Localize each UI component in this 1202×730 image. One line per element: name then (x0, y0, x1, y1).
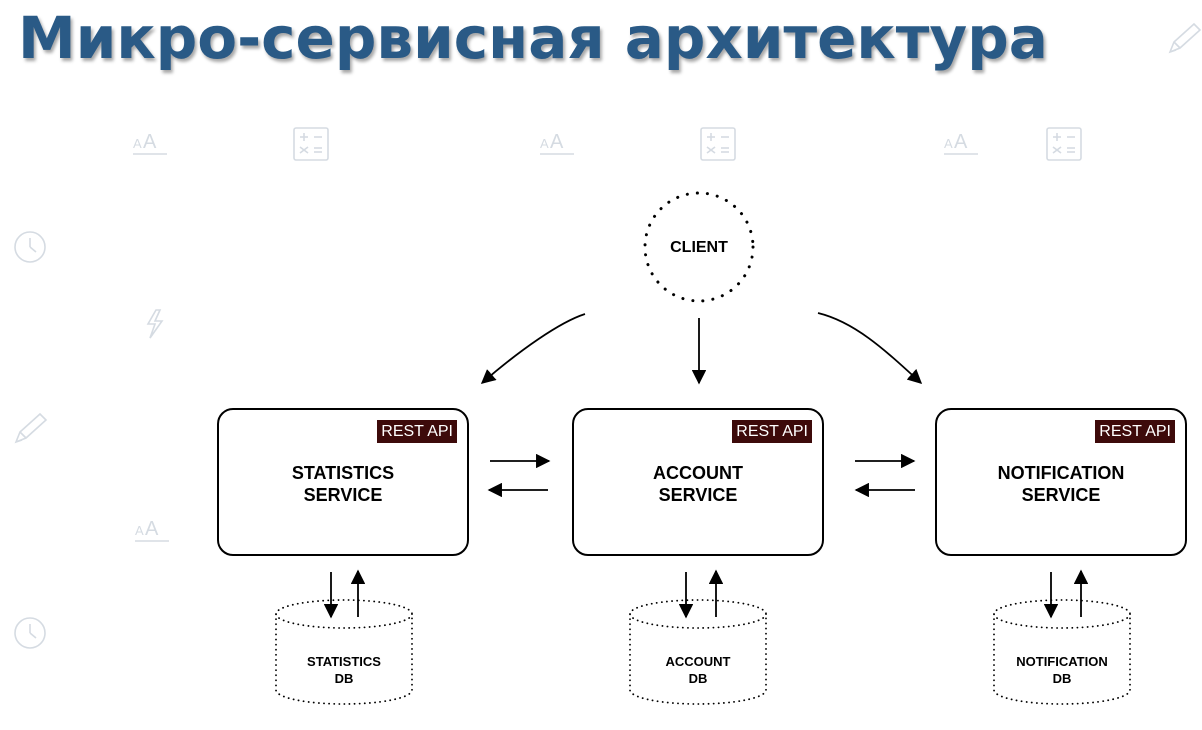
calculator-icon (293, 127, 329, 161)
lightning-icon (146, 309, 164, 339)
page-title: Микро-сервисная архитектура (18, 4, 1048, 72)
svg-text:A: A (143, 131, 157, 153)
svg-text:A: A (550, 131, 564, 153)
service-name: NOTIFICATION SERVICE (997, 463, 1125, 505)
svg-text:A: A (135, 523, 144, 538)
text-size-icon: A A (944, 131, 978, 155)
pencil-icon (14, 412, 48, 444)
statistics-db-label: STATISTICS DB (307, 654, 381, 686)
calculator-icon (1046, 127, 1082, 161)
rest-api-badge: REST API (377, 420, 457, 443)
statistics-db-cylinder (275, 599, 413, 705)
account-service-box: REST API ACCOUNT SERVICE (572, 408, 824, 556)
notification-db-label: NOTIFICATION DB (1016, 654, 1108, 686)
client-label: CLIENT (670, 239, 728, 256)
client-to-notification-arrow (817, 312, 923, 384)
notification-service-box: REST API NOTIFICATION SERVICE (935, 408, 1187, 556)
text-size-icon: A A (135, 518, 169, 542)
rest-api-badge: REST API (1095, 420, 1175, 443)
svg-text:A: A (944, 136, 953, 151)
client-to-statistics-arrow (480, 313, 586, 384)
statistics-service-box: REST API STATISTICS SERVICE (217, 408, 469, 556)
text-size-icon: A A (540, 131, 574, 155)
service-name: ACCOUNT SERVICE (653, 463, 743, 505)
account-db-label: ACCOUNT DB (665, 654, 731, 686)
rest-api-badge: REST API (732, 420, 812, 443)
text-size-icon: A A (133, 131, 167, 155)
svg-text:A: A (954, 131, 968, 153)
pencil-icon (1168, 22, 1202, 54)
svg-text:A: A (540, 136, 549, 151)
clock-icon (14, 617, 46, 649)
svg-text:A: A (133, 136, 142, 151)
svg-text:A: A (145, 518, 159, 540)
service-name: STATISTICS SERVICE (291, 463, 395, 505)
notification-db-cylinder (993, 599, 1131, 705)
calculator-icon (700, 127, 736, 161)
account-db-cylinder (629, 599, 767, 705)
clock-icon (14, 231, 46, 263)
client-node (643, 191, 755, 303)
